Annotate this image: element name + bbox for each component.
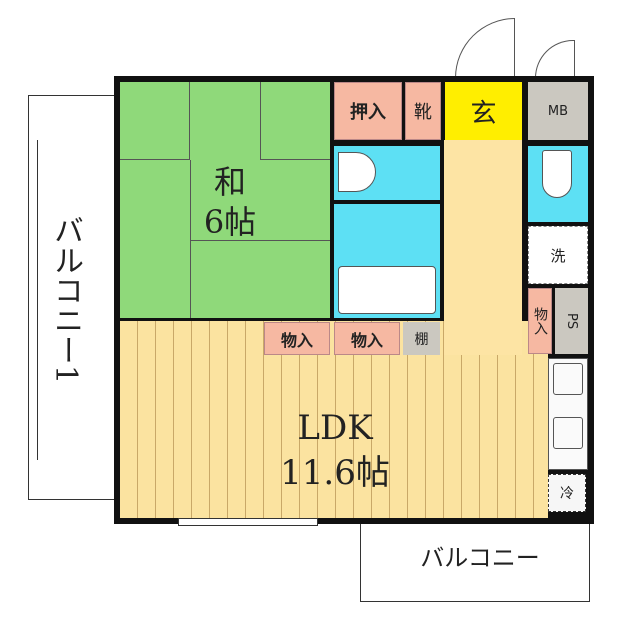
entrance: 玄: [445, 82, 522, 140]
storage-1: 物入: [264, 322, 330, 355]
washroom: [334, 146, 440, 200]
bathtub: [338, 266, 436, 314]
storage-2: 物入: [334, 322, 400, 355]
balcony-bottom-label: バルコニー: [420, 543, 540, 572]
fridge-space: 冷: [548, 474, 586, 512]
hall-storage: 物入: [528, 288, 552, 354]
balcony-left-inner: [28, 140, 38, 460]
washitsu-name: 和: [213, 163, 246, 201]
balcony-left: [28, 95, 118, 500]
pipe-space: PS: [555, 288, 588, 354]
shelf: 棚: [403, 322, 440, 355]
window: [178, 518, 318, 526]
hallway: [444, 140, 522, 355]
ldk-size: 11.6帖: [280, 453, 390, 493]
room-washitsu: [120, 82, 330, 318]
bathroom: [334, 204, 440, 318]
ldk-name: LDK: [297, 407, 373, 448]
mb-door-swing: [535, 40, 575, 78]
laundry-space: 洗: [528, 226, 588, 284]
stove: [553, 417, 583, 449]
balcony-bottom: [360, 520, 590, 602]
washitsu-size: 6帖: [203, 203, 257, 241]
kitchen-counter: [548, 358, 588, 470]
shoe-closet: 靴: [405, 82, 441, 140]
kitchen-sink: [553, 363, 583, 395]
entrance-door-swing: [455, 18, 515, 78]
balcony-left-label: バルコニー1: [48, 215, 83, 385]
toilet: [542, 150, 572, 198]
oshiire: 押入: [334, 82, 402, 140]
mb-meter-box: MB: [528, 82, 588, 140]
sink: [338, 152, 376, 192]
toilet-room: [528, 146, 588, 222]
